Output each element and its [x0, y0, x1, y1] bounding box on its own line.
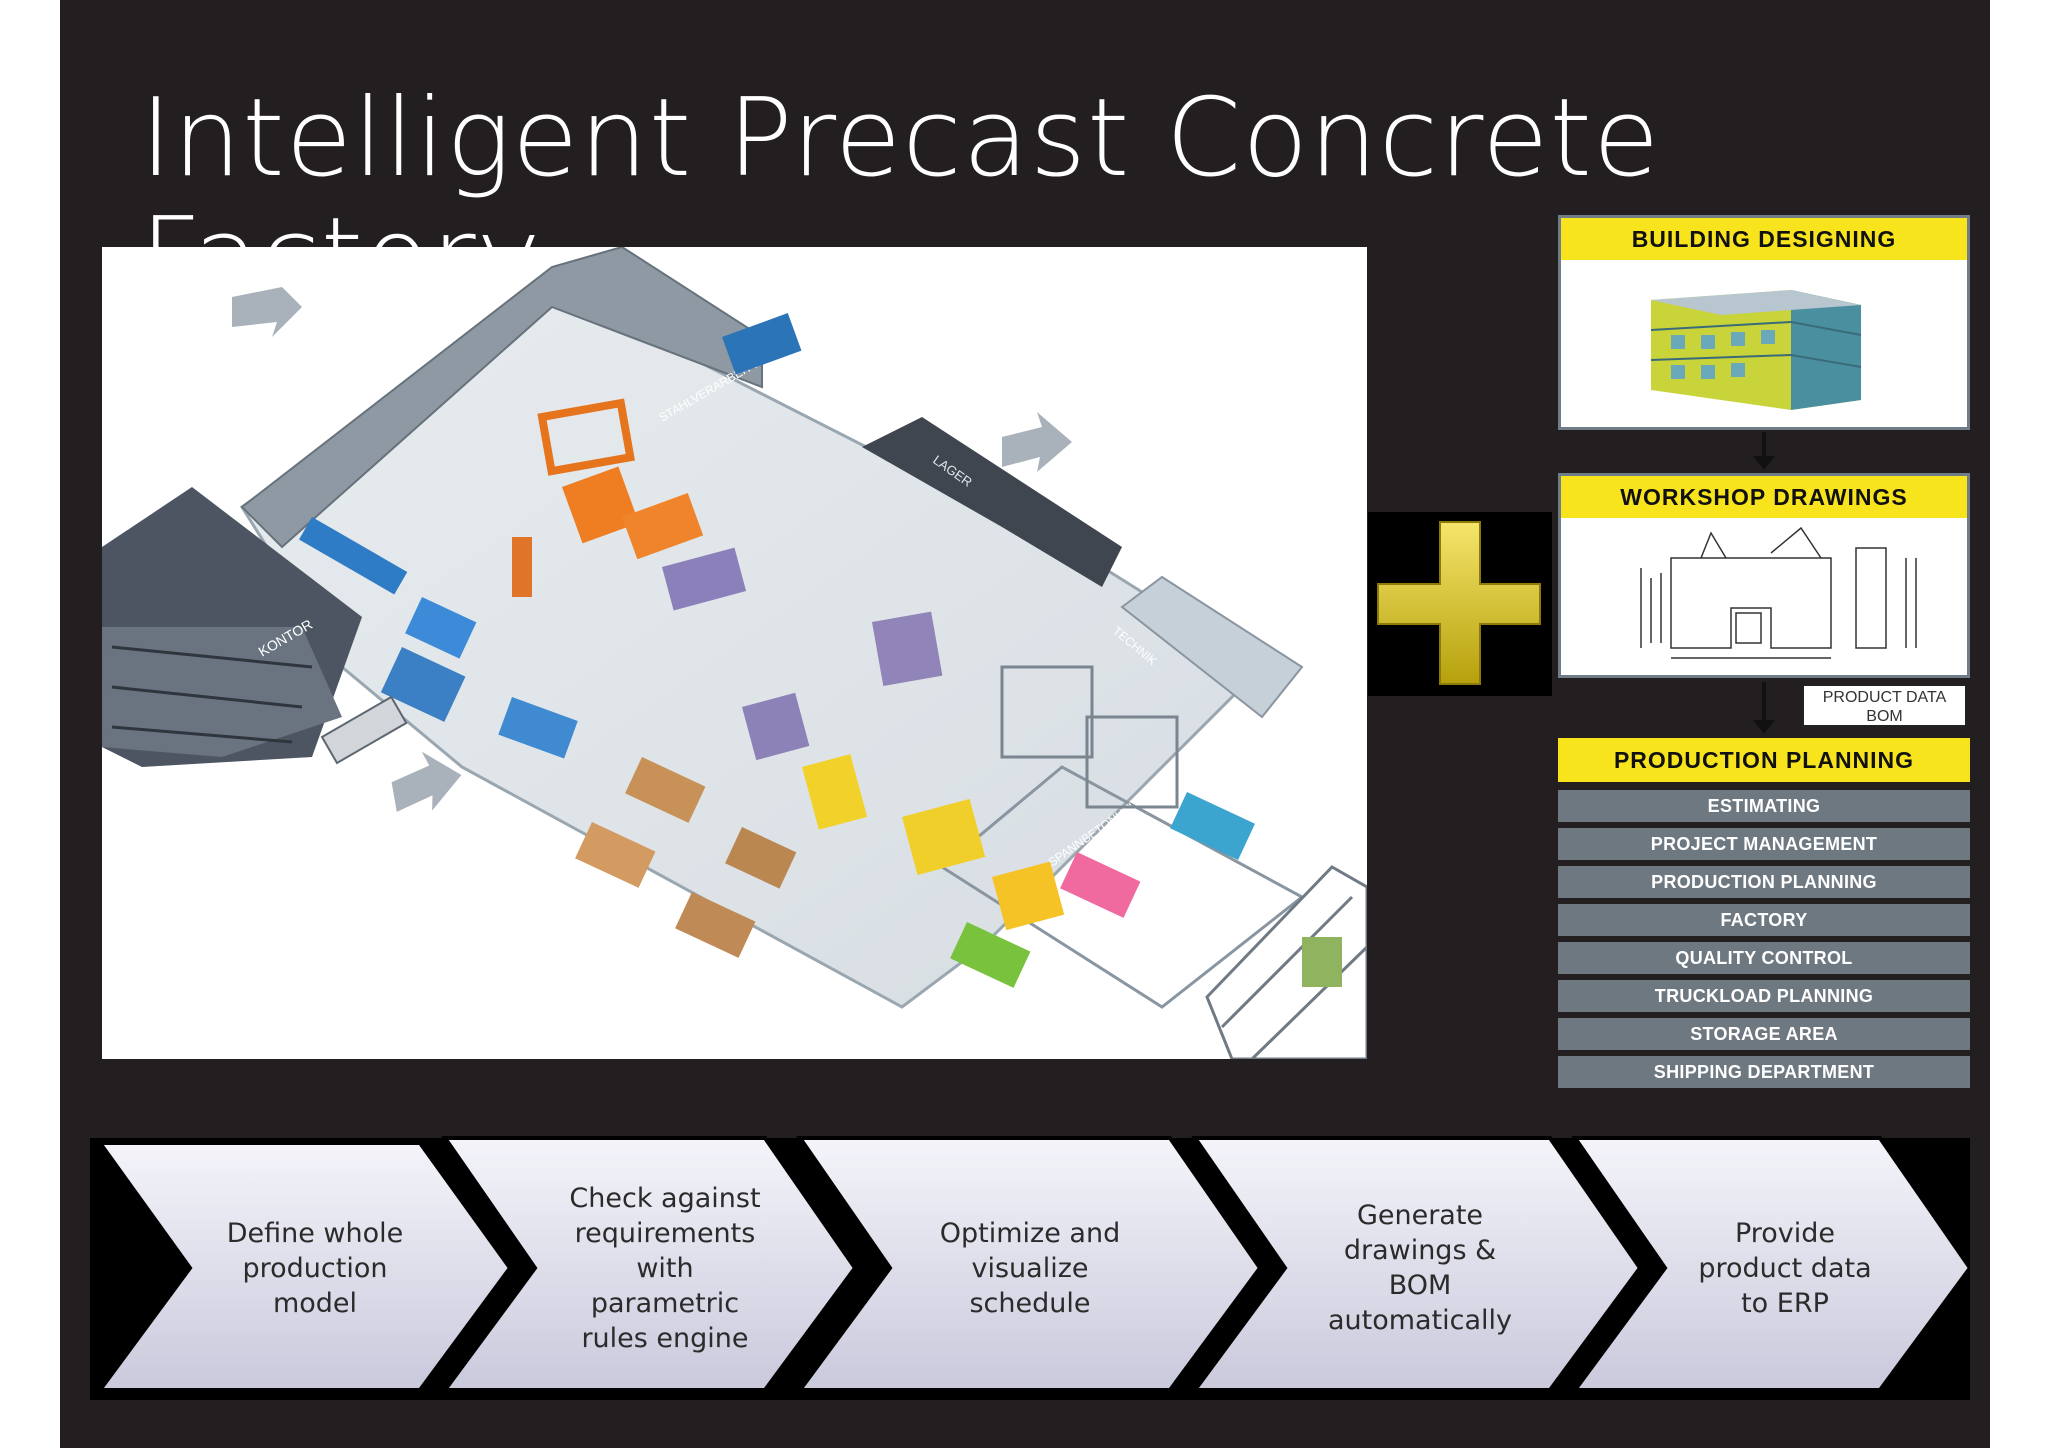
building-designing-heading: BUILDING DESIGNING [1561, 218, 1967, 260]
process-step-2-chevron [441, 1136, 858, 1392]
product-data-bom-box: PRODUCT DATA BOM [1802, 684, 1967, 727]
factory-drawing: KONTOR LAGER TECHNIK SPANNBETONHALLE STA… [102, 247, 1367, 1059]
slide: Intelligent Precast Concrete Factory KON… [60, 0, 1990, 1448]
truck-blue-icon [1170, 792, 1255, 860]
building-model-icon [1650, 290, 1862, 410]
process-step-2: Check against requirements with parametr… [569, 1182, 761, 1354]
process-chevrons [90, 1136, 1970, 1400]
process-step-3-chevron [796, 1136, 1263, 1392]
truck-green-icon [950, 922, 1031, 988]
module-quality-control: QUALITY CONTROL [1558, 942, 1970, 974]
production-planning-panel: PRODUCTION PLANNING [1558, 738, 1970, 782]
module-storage-area: STORAGE AREA [1558, 1018, 1970, 1050]
workshop-drawing-icon [1640, 526, 1917, 659]
factory-illustration: KONTOR LAGER TECHNIK SPANNBETONHALLE STA… [102, 247, 1367, 1059]
plus-icon [1368, 512, 1552, 696]
process-step-5-chevron [1571, 1136, 1970, 1392]
workshop-drawings-panel: WORKSHOP DRAWINGS [1558, 473, 1970, 678]
process-flow: Define whole production model Check agai… [90, 1128, 1990, 1400]
process-step-3: Optimize and visualize schedule [939, 1217, 1121, 1319]
module-production-planning: PRODUCTION PLANNING [1558, 866, 1970, 898]
process-step-1-chevron [96, 1141, 513, 1392]
process-step-4-chevron [1191, 1136, 1643, 1392]
module-list: ESTIMATING PROJECT MANAGEMENT PRODUCTION… [1558, 784, 1970, 1088]
module-estimating: ESTIMATING [1558, 790, 1970, 822]
module-shipping-department: SHIPPING DEPARTMENT [1558, 1056, 1970, 1088]
truck-white-icon [320, 695, 408, 765]
module-factory: FACTORY [1558, 904, 1970, 936]
module-project-management: PROJECT MANAGEMENT [1558, 828, 1970, 860]
process-step-5: Provide product data to ERP [1698, 1217, 1872, 1319]
process-step-4: Generate drawings & BOM automatically [1327, 1200, 1513, 1336]
workshop-drawings-heading: WORKSHOP DRAWINGS [1561, 476, 1967, 518]
production-planning-heading: PRODUCTION PLANNING [1558, 738, 1970, 782]
process-step-1: Define whole production model [226, 1217, 404, 1319]
building-designing-panel: BUILDING DESIGNING [1558, 215, 1970, 430]
truck-pink-icon [1060, 852, 1141, 918]
module-truckload-planning: TRUCKLOAD PLANNING [1558, 980, 1970, 1012]
flow-arrow-icon [1753, 682, 1775, 734]
flow-arrow-icon [1753, 432, 1775, 470]
